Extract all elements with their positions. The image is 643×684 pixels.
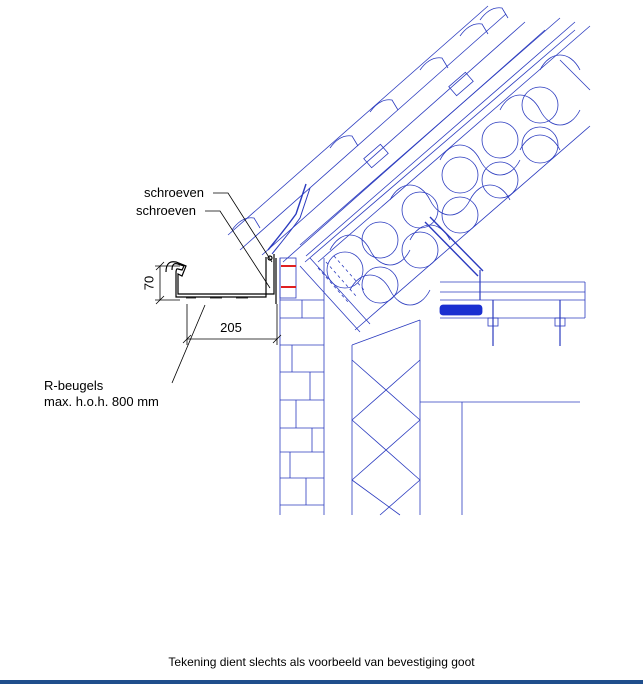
leader-lines	[171, 192, 273, 384]
dimension-height: 70	[141, 276, 156, 290]
screw-marks	[281, 265, 296, 288]
gutter-mounting-drawing: 70 205 schroeven schroeven R-beugels max…	[44, 5, 591, 516]
label-bracket-spacing: max. h.o.h. 800 mm	[44, 394, 159, 409]
ceiling-structure	[419, 270, 586, 515]
roof-slope	[227, 5, 591, 333]
label-brackets: R-beugels	[44, 378, 104, 393]
dimension-width: 205	[220, 320, 242, 335]
label-screws-1: schroeven	[144, 185, 204, 200]
gutter-profile	[165, 254, 277, 304]
dimension-lines	[155, 261, 282, 345]
footer-bar	[0, 680, 643, 684]
drawing-caption: Tekening dient slechts als voorbeeld van…	[168, 655, 475, 669]
label-screws-2: schroeven	[136, 203, 196, 218]
wall-section	[279, 257, 421, 516]
